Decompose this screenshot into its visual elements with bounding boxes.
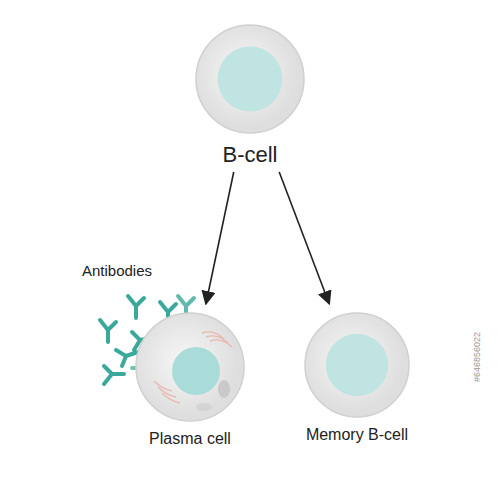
b-cell: B-cell <box>189 22 311 168</box>
arrow-connector <box>206 172 234 304</box>
cell-label: B-cell <box>189 142 311 168</box>
antibodies-label: Antibodies <box>82 262 152 279</box>
arrow-connector <box>279 172 329 304</box>
watermark: #646856022 <box>472 332 482 382</box>
cell-label: Plasma cell <box>129 430 251 448</box>
cell-outline <box>193 22 307 136</box>
plasma-cell: Plasma cell <box>129 310 251 448</box>
cell-outline <box>302 310 412 420</box>
cell-label: Memory B-cell <box>298 426 416 444</box>
memory-b-cell: Memory B-cell <box>298 310 416 444</box>
cell-outline <box>133 310 247 424</box>
